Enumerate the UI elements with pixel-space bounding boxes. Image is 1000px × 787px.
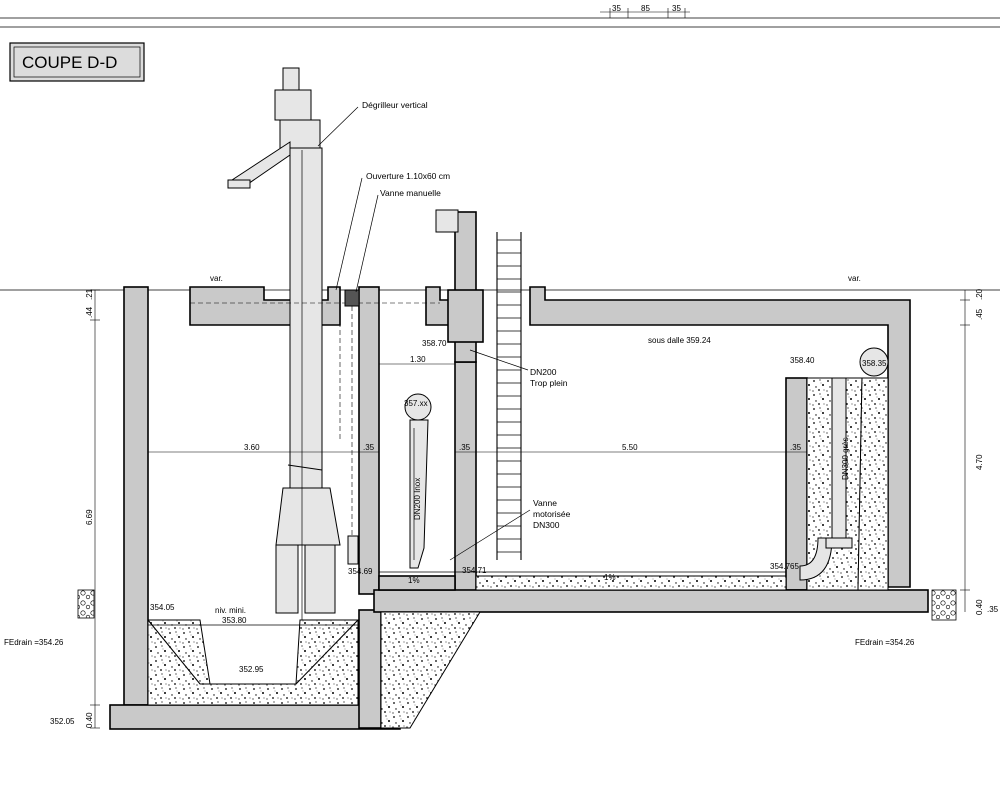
leader-vanne-motorisee <box>449 509 531 561</box>
chute-outlet <box>227 179 251 189</box>
label-ouverture: Ouverture 1.10x60 cm <box>366 171 450 181</box>
screen-basket <box>275 487 341 546</box>
label-fedrain-right: FEdrain =354.26 <box>855 638 915 647</box>
level-352-05: 352.05 <box>50 717 75 726</box>
middle-wall-b <box>454 361 477 595</box>
outlet-fill-right <box>857 377 889 591</box>
label-vanne-1: Vanne <box>533 498 557 508</box>
left-outer-wall <box>123 286 149 706</box>
manual-valve <box>344 289 360 307</box>
leader-degrilleur <box>317 106 359 147</box>
tank-floor-fill <box>475 575 787 591</box>
screen-column <box>289 147 323 489</box>
dim-35r: .35 <box>987 605 999 614</box>
gearbox <box>274 89 312 121</box>
bottom-slab-right <box>373 589 929 613</box>
dn200-inox-pipe <box>404 393 432 569</box>
ladder <box>496 232 522 560</box>
discharge-chute <box>230 141 291 187</box>
label-vanne-2: motorisée <box>533 509 571 519</box>
level-358-70: 358.70 <box>422 339 447 348</box>
dim-20: .20 <box>975 288 984 300</box>
drain-right <box>931 589 957 621</box>
top-dim-1: 35 <box>612 4 621 13</box>
level-354-765: 354.765 <box>770 562 799 571</box>
label-dn300-gres: DN300 grès <box>841 437 850 480</box>
level-354-05: 354.05 <box>150 603 175 612</box>
dim-35a: .35 <box>363 443 375 452</box>
top-dim-3: 35 <box>672 4 681 13</box>
dim-35c: .35 <box>790 443 802 452</box>
inner-wall-right <box>785 377 808 591</box>
dimensions <box>90 289 970 729</box>
label-dn200-inox: DN200 Inox <box>413 478 422 520</box>
dim-3-60: 3.60 <box>244 443 260 452</box>
top-dim-2: 85 <box>641 4 650 13</box>
column-collar <box>447 289 484 343</box>
middle-wall-lower <box>358 609 382 729</box>
top-dimension-chain: 35 85 35 <box>600 4 690 18</box>
level-353-80: 353.80 <box>222 616 247 625</box>
level-354-71: 354.71 <box>462 566 487 575</box>
label-vanne-manuelle: Vanne manuelle <box>380 188 441 198</box>
drain-left <box>77 589 95 619</box>
dim-5-50: 5.50 <box>622 443 638 452</box>
label-vanne-3: DN300 <box>533 520 560 530</box>
top-slab-right <box>529 286 911 588</box>
slope-a: 1% <box>408 576 420 585</box>
dim-44: .44 <box>85 306 94 318</box>
dim-1-30: 1.30 <box>410 355 426 364</box>
dn300-outlet <box>799 347 889 581</box>
dim-21: .21 <box>85 288 94 300</box>
bottom-slab <box>109 704 401 730</box>
motor <box>282 67 300 91</box>
vertical-screen <box>227 67 341 620</box>
level-352-95: 352.95 <box>239 665 264 674</box>
dim-45: .45 <box>975 308 984 320</box>
label-trop-plein: Trop plein <box>530 378 568 388</box>
screen-foot <box>275 544 299 614</box>
screen-chamber-fill <box>147 619 359 706</box>
leader-ouverture <box>335 177 363 291</box>
section-title: COUPE D-D <box>22 53 117 72</box>
dim-0-40r: 0.40 <box>975 599 984 615</box>
label-degrilleur: Dégrilleur vertical <box>362 100 428 110</box>
label-dn200: DN200 <box>530 367 557 377</box>
slope-b: 1% <box>604 573 616 582</box>
level-354-69: 354.69 <box>348 567 373 576</box>
foundation-fill <box>380 611 481 729</box>
concrete-structure <box>109 211 929 730</box>
leader-vanne-manuelle <box>355 194 379 293</box>
screen-head <box>279 119 321 149</box>
level-358-35: 358.35 <box>862 359 887 368</box>
screen-box <box>304 544 336 614</box>
label-niv-mini: niv. mini. <box>215 606 246 615</box>
dim-35b: .35 <box>459 443 471 452</box>
title-box: COUPE D-D <box>9 42 145 82</box>
middle-wall-a <box>358 286 380 595</box>
label-var-left: var. <box>210 274 223 283</box>
level-357: 357.xx <box>404 399 428 408</box>
leader-trop-plein <box>469 349 529 371</box>
dim-4-70: 4.70 <box>975 454 984 470</box>
dim-0-40: 0.40 <box>85 712 94 728</box>
hopper <box>147 619 359 685</box>
manual-valve-gate <box>347 535 359 565</box>
level-358-40: 358.40 <box>790 356 815 365</box>
motorised-valve-actuator <box>435 209 459 233</box>
label-fedrain-left: FEdrain =354.26 <box>4 638 64 647</box>
valve-floor <box>378 575 456 591</box>
label-sous-dalle: sous dalle 359.24 <box>648 336 711 345</box>
label-var-right: var. <box>848 274 861 283</box>
dim-6-69: 6.69 <box>85 509 94 525</box>
